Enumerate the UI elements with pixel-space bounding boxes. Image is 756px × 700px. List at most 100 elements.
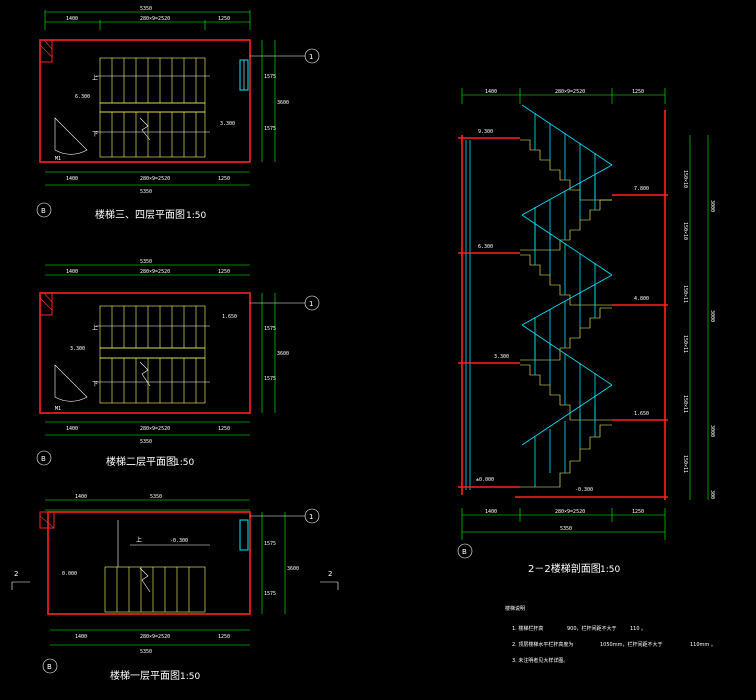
svg-text:1575: 1575 bbox=[264, 376, 276, 382]
treads-upper bbox=[111, 58, 197, 103]
svg-text:1575: 1575 bbox=[264, 541, 276, 547]
svg-text:1.650: 1.650 bbox=[222, 314, 237, 320]
svg-text:1: 1 bbox=[309, 53, 313, 61]
level-l4: 4.800 bbox=[634, 296, 649, 302]
column-hatch bbox=[39, 39, 53, 63]
stair-notes: 楼梯说明 1. 楼梯栏杆高 900，栏杆间距不大于 110 。 2. 顶层楼梯水… bbox=[505, 605, 716, 664]
level-l6: 1.650 bbox=[634, 411, 649, 417]
level-l3: 6.300 bbox=[478, 244, 493, 250]
notes-heading: 楼梯说明 bbox=[505, 605, 525, 612]
level-l2: 7.800 bbox=[634, 186, 649, 192]
svg-text:1250: 1250 bbox=[218, 269, 230, 275]
title-section: 2－2楼梯剖面图 bbox=[528, 562, 601, 575]
stair-wall-2 bbox=[39, 292, 251, 414]
svg-text:1400: 1400 bbox=[485, 89, 497, 95]
svg-text:1:50: 1:50 bbox=[600, 565, 620, 575]
level-l1: 9.300 bbox=[478, 129, 493, 135]
stair-wall-1 bbox=[47, 511, 251, 615]
svg-text:3000: 3000 bbox=[709, 425, 715, 437]
axis-bubble-b bbox=[36, 202, 52, 218]
svg-text:3000: 3000 bbox=[709, 200, 715, 212]
svg-text:B: B bbox=[41, 207, 46, 215]
svg-text:280×9=2520: 280×9=2520 bbox=[140, 634, 170, 640]
svg-text:5350: 5350 bbox=[140, 259, 152, 265]
railings bbox=[521, 104, 613, 487]
svg-text:280×9=2520: 280×9=2520 bbox=[555, 509, 585, 515]
svg-text:-0.300: -0.300 bbox=[170, 538, 188, 544]
dim-left-landing: 1400 bbox=[66, 16, 78, 22]
axis-bubble-b-2 bbox=[36, 450, 52, 466]
svg-text:2. 顶层楼梯水平栏杆高度为: 2. 顶层楼梯水平栏杆高度为 bbox=[512, 641, 573, 648]
svg-text:150×10: 150×10 bbox=[682, 222, 688, 240]
svg-text:3. 未注明者见大样详图。: 3. 未注明者见大样详图。 bbox=[512, 657, 568, 664]
svg-text:1250: 1250 bbox=[218, 176, 230, 182]
title-plan34: 楼梯三、四层平面图 bbox=[95, 208, 185, 221]
svg-text:300: 300 bbox=[709, 490, 715, 499]
level-a: 6.300 bbox=[75, 94, 90, 100]
svg-text:上: 上 bbox=[92, 324, 98, 332]
plan-floor-1: 1400 5350 上 -0.300 0.000 1575 1575 3600 … bbox=[11, 494, 339, 682]
svg-text:B: B bbox=[462, 548, 467, 556]
svg-text:1250: 1250 bbox=[218, 634, 230, 640]
svg-text:1400: 1400 bbox=[66, 426, 78, 432]
title-plan1: 楼梯一层平面图 bbox=[110, 669, 180, 682]
svg-text:110mm 。: 110mm 。 bbox=[690, 642, 716, 648]
svg-text:280×9=2520: 280×9=2520 bbox=[555, 89, 585, 95]
title-plan2: 楼梯二层平面图 bbox=[106, 455, 176, 468]
dim-flight: 280×9=2520 bbox=[140, 16, 170, 22]
svg-text:M1: M1 bbox=[55, 406, 61, 412]
svg-text:150×11: 150×11 bbox=[682, 335, 688, 353]
svg-text:上: 上 bbox=[136, 536, 142, 544]
dim-right-landing: 1250 bbox=[218, 16, 230, 22]
dim-width-total: 3600 bbox=[277, 100, 289, 106]
section-2-2: 1400 280×9=2520 1250 bbox=[457, 88, 715, 575]
svg-text:B: B bbox=[47, 663, 52, 671]
svg-text:1400: 1400 bbox=[66, 269, 78, 275]
plan-floor-2: 5350 1400 280×9=2520 1250 上 下 1.650 3.30… bbox=[36, 259, 320, 468]
svg-text:150×11: 150×11 bbox=[682, 395, 688, 413]
svg-text:1575: 1575 bbox=[264, 326, 276, 332]
svg-text:1:50: 1:50 bbox=[180, 672, 200, 682]
svg-text:280×9=2520: 280×9=2520 bbox=[140, 269, 170, 275]
svg-text:1400: 1400 bbox=[485, 509, 497, 515]
label-down: 下 bbox=[92, 131, 98, 138]
plan-floor-3-4: 5350 1400 280×9=2520 1250 上 下 bbox=[36, 6, 320, 221]
axis-bubble-b-3 bbox=[42, 658, 58, 674]
dim-width-a: 1575 bbox=[264, 74, 276, 80]
svg-text:1400: 1400 bbox=[66, 176, 78, 182]
svg-text:1250: 1250 bbox=[632, 509, 644, 515]
stair-wall bbox=[39, 39, 251, 163]
svg-text:1250: 1250 bbox=[218, 426, 230, 432]
svg-text:1400: 1400 bbox=[75, 634, 87, 640]
svg-text:280×9=2520: 280×9=2520 bbox=[140, 176, 170, 182]
svg-text:280×9=2520: 280×9=2520 bbox=[140, 426, 170, 432]
svg-text:1050mm，栏杆间距不大于: 1050mm，栏杆间距不大于 bbox=[600, 641, 662, 648]
level-l7: ±0.000 bbox=[476, 477, 494, 483]
svg-text:150×10: 150×10 bbox=[682, 170, 688, 188]
dim-width-c: 1575 bbox=[264, 126, 276, 132]
svg-text:1575: 1575 bbox=[264, 591, 276, 597]
label-up: 上 bbox=[92, 74, 98, 82]
svg-text:1: 1 bbox=[309, 513, 313, 521]
svg-text:5350: 5350 bbox=[150, 494, 162, 500]
door-label: M1 bbox=[55, 156, 61, 162]
level-b: 3.300 bbox=[220, 121, 235, 127]
svg-text:下: 下 bbox=[92, 381, 98, 388]
svg-text:1. 楼梯栏杆高: 1. 楼梯栏杆高 bbox=[512, 625, 543, 632]
svg-text:1:50: 1:50 bbox=[186, 211, 206, 221]
level-l8: -0.300 bbox=[575, 487, 593, 493]
section-mark-left: 2 bbox=[14, 570, 18, 578]
svg-text:1250: 1250 bbox=[632, 89, 644, 95]
svg-text:5350: 5350 bbox=[140, 189, 152, 195]
level-l5: 3.300 bbox=[494, 354, 509, 360]
dim-overall: 5350 bbox=[140, 6, 152, 12]
svg-text:3600: 3600 bbox=[287, 566, 299, 572]
svg-text:1400: 1400 bbox=[75, 494, 87, 500]
section-mark-right: 2 bbox=[328, 570, 332, 578]
svg-text:0.000: 0.000 bbox=[62, 571, 77, 577]
svg-text:B: B bbox=[41, 455, 46, 463]
svg-text:3000: 3000 bbox=[709, 310, 715, 322]
svg-text:5350: 5350 bbox=[140, 439, 152, 445]
svg-text:110 。: 110 。 bbox=[630, 626, 646, 632]
